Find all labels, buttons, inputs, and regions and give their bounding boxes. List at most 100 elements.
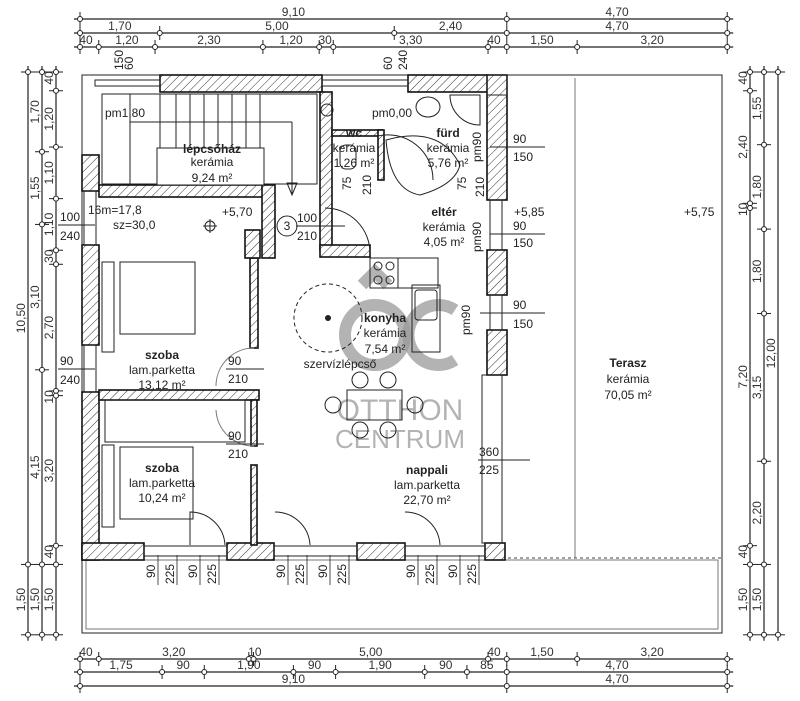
door-swings <box>189 134 441 546</box>
watermark-line2: CENTRUM <box>335 424 465 454</box>
dimension-node <box>316 44 323 50</box>
dimension-label: 1,10 <box>42 161 56 185</box>
room-szoba-1: szoba lam.parketta 13,12 m² <box>129 348 195 392</box>
dimension-node <box>761 561 767 568</box>
dimension-label: 3,15 <box>750 375 764 399</box>
dimension-node <box>761 631 767 638</box>
dimension-label: 2,40 <box>439 19 463 33</box>
room-nappali: nappali lam.parketta 22,70 m² <box>394 463 460 507</box>
sill-height-label: pm90 <box>459 305 473 335</box>
dimension-label: 1,50 <box>42 588 56 612</box>
dimension-node <box>95 44 102 50</box>
room-area: 70,05 m² <box>604 388 651 402</box>
opening-mark: 60 <box>122 56 136 70</box>
level-label: pm0,00 <box>372 106 412 120</box>
dimension-label: 1,50 <box>736 588 750 612</box>
windows <box>83 79 503 557</box>
dimension-label: 1,50 <box>750 588 764 612</box>
dimension-label: 9,10 <box>282 5 306 19</box>
room-floor: kerámia <box>191 155 234 169</box>
opening-mark: 150 <box>112 50 126 70</box>
spiral-staircase <box>293 283 363 353</box>
dimension-label: 10 <box>248 645 262 659</box>
opening-height: 210 <box>228 372 248 386</box>
dimension-node <box>330 44 337 50</box>
room-floor: kerámia <box>364 326 407 340</box>
dimension-label: 4,70 <box>605 672 629 686</box>
spiral-stair-label: szervízlépcső <box>304 357 377 371</box>
level-label: pm1,80 <box>105 106 145 120</box>
room-name: szoba <box>145 348 179 362</box>
room-elter: eltér kerámia 4,05 m² <box>423 205 466 249</box>
room-name: lépcsőház <box>183 142 241 156</box>
room-terasz: Terasz kerámia 70,05 m² <box>604 356 651 402</box>
opening-size-label: 225 <box>293 564 307 584</box>
dimension-node <box>761 310 767 317</box>
dimension-node <box>53 631 59 638</box>
dimension-label: 3,10 <box>28 285 42 309</box>
dimension-chain: 12,00 <box>764 66 785 641</box>
dimension-node <box>259 44 266 50</box>
dimension-node <box>761 458 767 465</box>
dimension-label: 1,50 <box>14 588 28 612</box>
dimension-node <box>25 561 31 568</box>
dimension-node <box>25 631 31 638</box>
opening-width: 100 <box>297 211 317 225</box>
dimension-label: 1,70 <box>28 100 42 124</box>
dimension-node <box>53 87 59 94</box>
dimension-node <box>761 69 767 75</box>
dimension-node <box>485 656 492 662</box>
dimension-node <box>53 261 59 268</box>
dimension-node <box>77 656 83 662</box>
dimension-label: 4,15 <box>28 455 42 479</box>
dimension-label: 10 <box>736 202 750 216</box>
dimension-label: 12,00 <box>764 338 778 368</box>
sill-height-label: pm90 <box>470 132 484 162</box>
dimension-node <box>332 669 339 675</box>
dimension-label: 40 <box>487 33 501 47</box>
dimension-node <box>724 16 731 22</box>
room-szoba-2: szoba lam.parketta 10,24 m² <box>129 461 195 505</box>
room-area: 13,12 m² <box>138 378 185 392</box>
room-name: Terasz <box>609 356 646 370</box>
dimension-label: 7,20 <box>736 365 750 389</box>
dimension-label: 1,50 <box>530 33 554 47</box>
dimension-label: 30 <box>42 249 56 263</box>
room-floor: kerámia <box>607 372 650 386</box>
opening-size-label: 225 <box>423 564 437 584</box>
dimension-label: 1,70 <box>108 19 132 33</box>
dining-table <box>324 371 424 439</box>
level-annotations: pm1,80 pm0,00 16m=17,8 sz=30,0 +5,70 +5,… <box>88 106 715 335</box>
dimension-node <box>485 44 492 50</box>
dimension-node <box>503 656 510 662</box>
dimension-node <box>77 683 83 689</box>
dimension-label: 40 <box>736 545 750 559</box>
dimension-node <box>503 683 510 689</box>
opening-mark: 60 <box>381 56 395 70</box>
dimension-node <box>724 656 731 662</box>
dimension-label: 1,20 <box>42 107 56 131</box>
room-area: 4,05 m² <box>424 235 465 249</box>
dimension-label: 40 <box>79 33 93 47</box>
opening-size-label: 225 <box>205 564 219 584</box>
elevation-label: +5,70 <box>222 205 253 219</box>
opening-width: 100 <box>60 210 80 224</box>
dimension-node <box>95 656 102 662</box>
dimension-node <box>747 631 753 638</box>
watermark-logo: OTTHON CENTRUM <box>335 263 465 454</box>
opening-height: 210 <box>360 175 374 195</box>
door-number: 3 <box>284 219 291 233</box>
dimension-node <box>201 669 208 675</box>
dimension-node <box>463 669 470 675</box>
dimension-node <box>724 683 731 689</box>
dimension-chain: 1,701,553,104,151,50 <box>28 66 49 641</box>
room-floor: lam.parketta <box>129 476 195 490</box>
dimension-node <box>761 141 767 148</box>
dimension-label: 4,70 <box>605 19 629 33</box>
dimension-node <box>574 656 581 662</box>
dimension-node <box>53 247 59 254</box>
